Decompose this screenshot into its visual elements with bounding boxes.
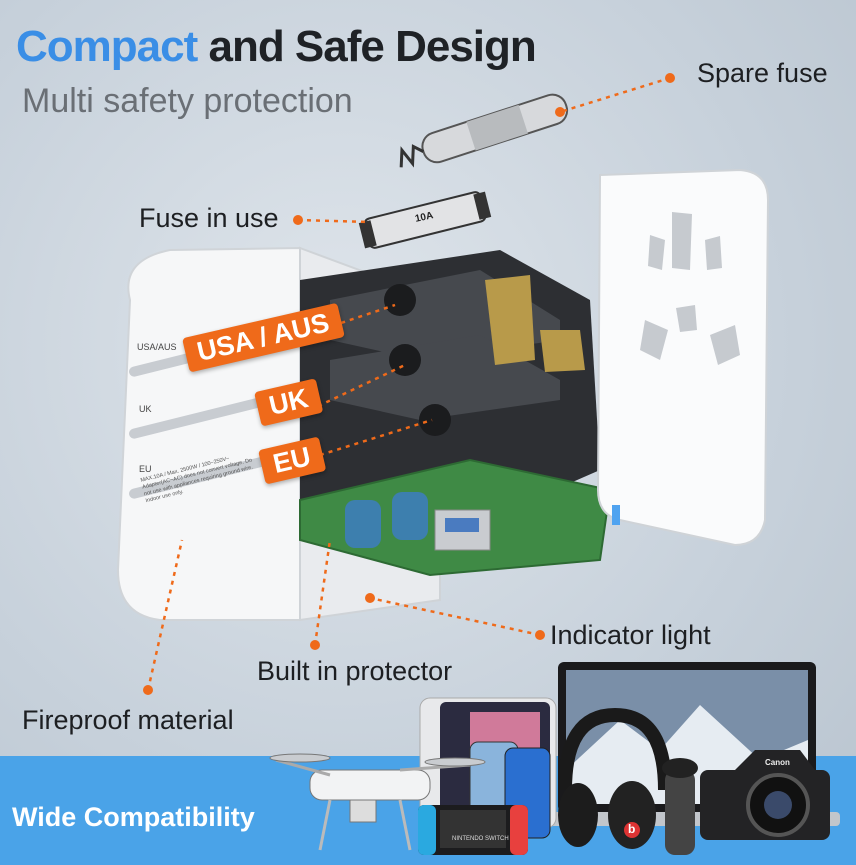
slot-label-uk: UK: [139, 404, 152, 414]
banner-title: Wide Compatibility: [12, 802, 255, 832]
console-brand-text: NINTENDO SWITCH: [452, 836, 509, 842]
socket-faceplate: [596, 168, 770, 547]
headline-rest: and Safe Design: [197, 22, 536, 71]
callout-fireproof-material: Fireproof material: [22, 705, 234, 735]
camera-brand-text: Canon: [765, 758, 790, 767]
slot-label-usa-aus: USA/AUS: [137, 342, 177, 352]
callout-spare-fuse: Spare fuse: [697, 58, 828, 88]
subheadline: Multi safety protection: [22, 82, 353, 120]
headphone-logo-text: b: [628, 822, 636, 836]
callout-built-in-protector: Built in protector: [257, 656, 453, 686]
fuse-in-use-graphic: [358, 191, 492, 249]
spare-fuse-graphic: [399, 93, 569, 168]
callout-fuse-in-use: Fuse in use: [139, 203, 279, 233]
callout-indicator-light: Indicator light: [550, 620, 711, 650]
headline: Compact and Safe Design: [16, 22, 537, 72]
slot-label-eu: EU: [139, 464, 152, 474]
headline-accent: Compact: [16, 22, 198, 71]
